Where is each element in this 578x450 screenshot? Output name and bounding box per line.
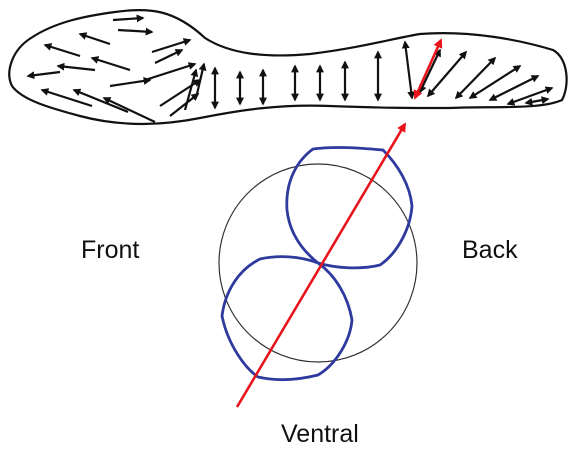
highlighted-field-arrow bbox=[415, 40, 441, 98]
field-arrow bbox=[74, 90, 128, 112]
field-arrow bbox=[155, 50, 182, 63]
field-arrow bbox=[58, 66, 95, 70]
field-arrow bbox=[92, 58, 130, 70]
front-label: Front bbox=[81, 236, 139, 265]
field-arrow bbox=[113, 18, 143, 20]
field-arrow bbox=[185, 70, 196, 110]
field-arrow bbox=[152, 40, 190, 52]
field-arrow bbox=[456, 58, 495, 98]
field-arrow bbox=[45, 45, 80, 56]
tissue-outline bbox=[9, 10, 566, 124]
upper-lobe bbox=[287, 147, 412, 267]
lower-lobe bbox=[222, 257, 352, 380]
field-arrow bbox=[405, 42, 412, 98]
field-arrow bbox=[118, 30, 152, 32]
back-label: Back bbox=[462, 236, 518, 265]
field-arrow bbox=[160, 80, 200, 106]
field-arrow bbox=[526, 99, 548, 103]
field-arrow bbox=[470, 66, 520, 98]
field-arrow bbox=[80, 34, 110, 44]
field-arrow bbox=[42, 90, 92, 106]
field-arrow bbox=[145, 64, 195, 80]
field-arrow bbox=[197, 64, 204, 94]
field-arrow bbox=[104, 98, 155, 122]
field-arrow bbox=[28, 72, 60, 76]
field-arrow bbox=[110, 80, 150, 86]
ventral-label: Ventral bbox=[281, 420, 359, 449]
